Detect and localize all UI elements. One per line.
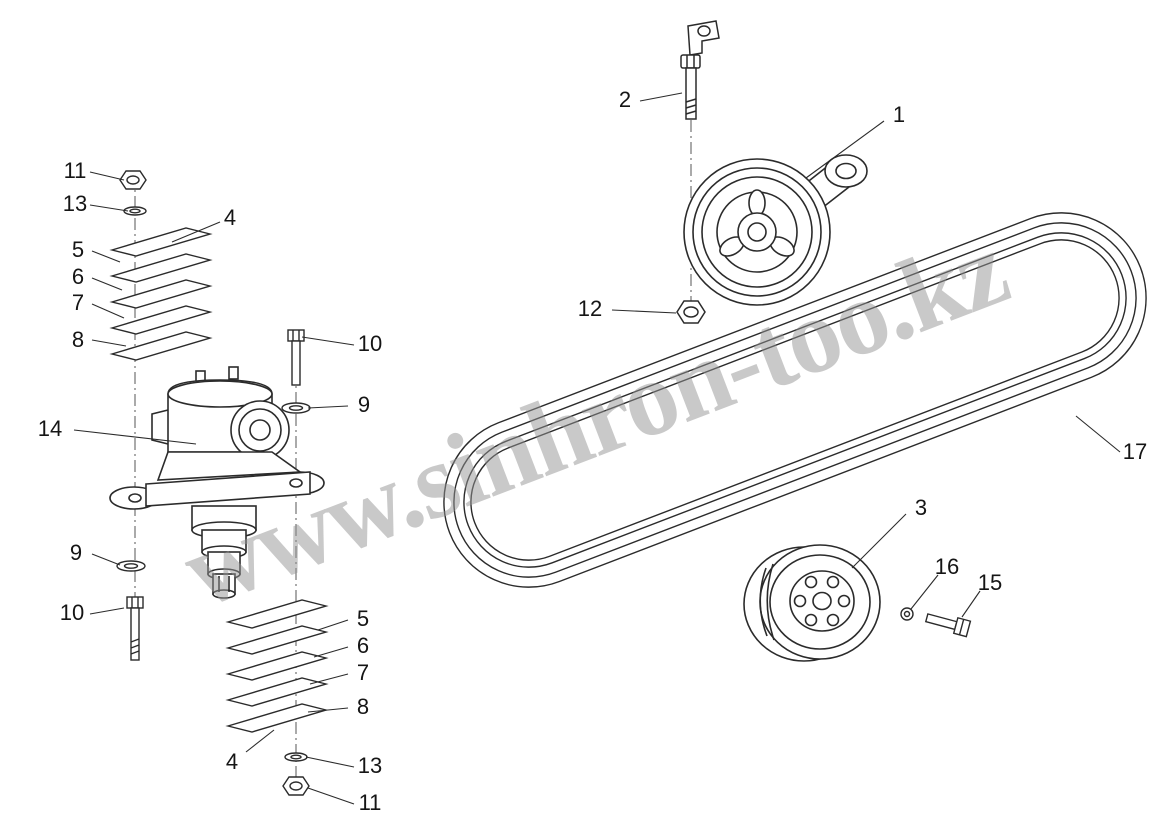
callout-4-top: 4 [224,205,236,230]
bolt-head [126,596,144,609]
drive-belt [443,212,1147,588]
shim [225,651,329,681]
shim [109,227,213,257]
bolt-shank [685,67,697,120]
bolt-shank [130,607,140,661]
callout-2: 2 [619,87,631,112]
callout-1: 1 [893,102,905,127]
shim [109,253,213,283]
callout-10-left: 10 [60,600,84,625]
callout-13-top: 13 [63,191,87,216]
callout-5-bottom: 5 [357,606,369,631]
callout-11-bottom: 11 [359,790,382,815]
callout-6-bottom: 6 [357,633,369,658]
callout-4-bottom: 4 [226,749,238,774]
callout-14: 14 [38,416,62,441]
callout-16: 16 [935,554,959,579]
callout-9-right: 9 [358,392,370,417]
callout-5-top: 5 [72,237,84,262]
bolt-head [680,54,701,69]
callout-3: 3 [915,495,927,520]
shim-stack-top [109,227,213,361]
tensioner-pulley-assembly [683,154,868,306]
callout-15: 15 [978,570,1002,595]
callout-13-bottom: 13 [358,753,382,778]
callout-8-bottom: 8 [357,694,369,719]
callout-11-top: 11 [64,158,87,183]
callout-8-top: 8 [72,327,84,352]
bolt-shank [291,340,301,386]
shim [225,677,329,707]
nut-12 [676,300,706,324]
shim [109,331,213,361]
leader-lines [73,92,1121,805]
pump-flange [145,471,311,507]
crankshaft-pulley [743,544,881,662]
callout-7-top: 7 [72,290,84,315]
shim [225,625,329,655]
shim [225,703,329,733]
bracket-bolt [680,20,720,120]
callout-12: 12 [578,296,602,321]
callout-17: 17 [1123,439,1147,464]
callout-7-bottom: 7 [357,660,369,685]
callout-10-right: 10 [358,331,382,356]
callout-6-top: 6 [72,264,84,289]
water-pump-assembly [109,366,325,599]
shim [109,305,213,335]
callout-labels: 11 13 4 5 6 7 8 10 9 14 9 10 5 6 7 8 4 1… [38,87,1147,815]
bolt-head [287,329,305,342]
callout-9-left: 9 [70,540,82,565]
shim [109,279,213,309]
shim [225,599,329,629]
fasteners [116,170,972,796]
bolt-15 [924,613,972,638]
